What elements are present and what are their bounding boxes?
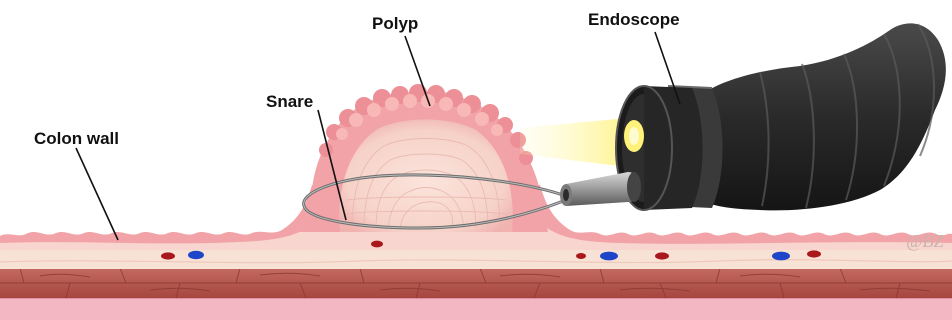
blood-vessel-blue	[188, 251, 204, 259]
blood-vessel-red	[655, 252, 669, 259]
muscle-layer	[0, 268, 952, 298]
blood-vessel-red	[161, 252, 175, 259]
watermark: @BZ	[906, 231, 945, 251]
label-endoscope: Endoscope	[588, 10, 680, 29]
endoscope-icon	[560, 23, 946, 210]
label-colon-wall: Colon wall	[34, 129, 119, 148]
label-snare: Snare	[266, 92, 313, 111]
polyp	[300, 84, 548, 232]
blood-vessel-red	[576, 253, 586, 259]
serosa-layer	[0, 296, 952, 320]
blood-vessel-red	[807, 250, 821, 257]
blood-vessel-blue	[772, 252, 790, 261]
blood-vessel-blue	[600, 252, 618, 261]
label-polyp: Polyp	[372, 14, 418, 33]
blood-vessel-red	[371, 241, 383, 248]
